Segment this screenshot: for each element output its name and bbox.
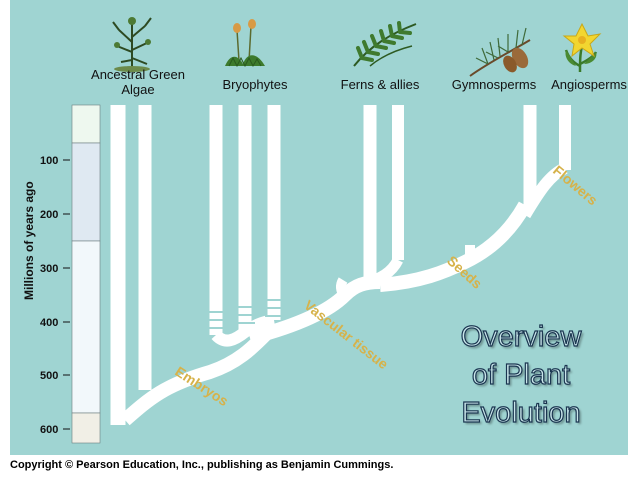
tree-branches [110,105,571,426]
tick-200: 200 [40,209,58,221]
title-line-2: of Plant [471,358,571,391]
label-gymnosperms: Gymnosperms [451,77,537,92]
algae-icon [112,17,152,72]
title-line-1: Overview [460,320,582,353]
pine-icon [469,27,531,77]
tick-100: 100 [40,155,58,167]
label-ancestral-green-algae: Ancestral Green Algae [91,67,185,97]
tick-500: 500 [40,370,58,382]
tick-300: 300 [40,263,58,275]
flower-icon [562,22,602,73]
slide-title: Overview of Plant Evolution [446,318,596,432]
title-line-3: Evolution [461,396,582,429]
time-column [71,104,101,444]
label-bryophytes: Bryophytes [222,77,288,92]
fern-icon [353,21,417,67]
trait-vascular-tissue: Vascular tissue [301,297,391,373]
label-angiosperms: Angiosperms [551,77,627,92]
tick-400: 400 [40,317,58,329]
axis-label: Millions of years ago [22,181,36,300]
copyright-notice: Copyright © Pearson Education, Inc., pub… [10,459,394,471]
axis-ticks: 100 200 300 400 500 600 Millions of year… [22,155,70,436]
bryophyte-gaps [206,299,284,329]
moss-icon [225,19,265,68]
tick-600: 600 [40,424,58,436]
label-ferns-allies: Ferns & allies [340,77,420,92]
trait-flowers: Flowers [550,162,601,208]
